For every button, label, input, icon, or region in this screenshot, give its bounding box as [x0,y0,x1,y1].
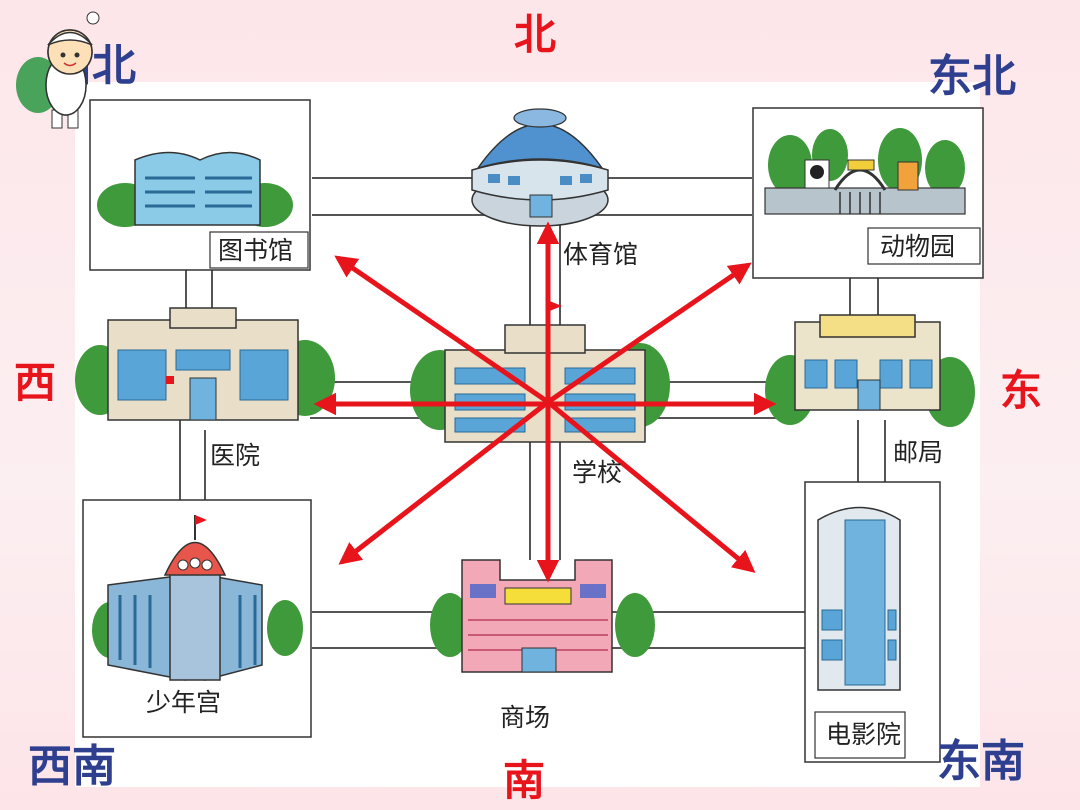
arrow-southwest [338,400,550,565]
arrow-southeast [546,400,756,573]
west-label: 西 [14,358,57,407]
school-label: 学校 [572,458,623,487]
east-label: 东 [1000,366,1043,415]
gym-label: 体育馆 [563,240,639,269]
youth-palace-label: 少年宫 [146,688,222,717]
arrow-northwest [334,255,550,405]
library-label: 图书馆 [218,236,294,265]
southeast-label: 东南 [937,736,1025,787]
hospital-label: 医院 [210,441,261,470]
direction-arrows [313,221,777,583]
post-office-building [765,314,975,427]
school-building [410,300,670,443]
hospital-building [75,307,335,421]
arrow-northeast [546,262,752,405]
south-label: 南 [503,756,546,805]
library-card [89,99,311,271]
mall-building [430,559,655,673]
mall-label: 商场 [500,703,551,732]
post-office-label: 邮局 [893,438,944,467]
southwest-label: 西南 [28,741,116,792]
gym-building [471,108,609,227]
cinema-label: 电影院 [826,720,902,749]
youth-palace-card [82,499,312,738]
mascot-overlay [45,29,93,116]
zoo-label: 动物园 [880,232,956,261]
cinema-card [804,481,941,763]
northeast-label: 东北 [928,51,1016,102]
zoo-card [752,107,984,279]
north-label: 北 [514,10,557,59]
